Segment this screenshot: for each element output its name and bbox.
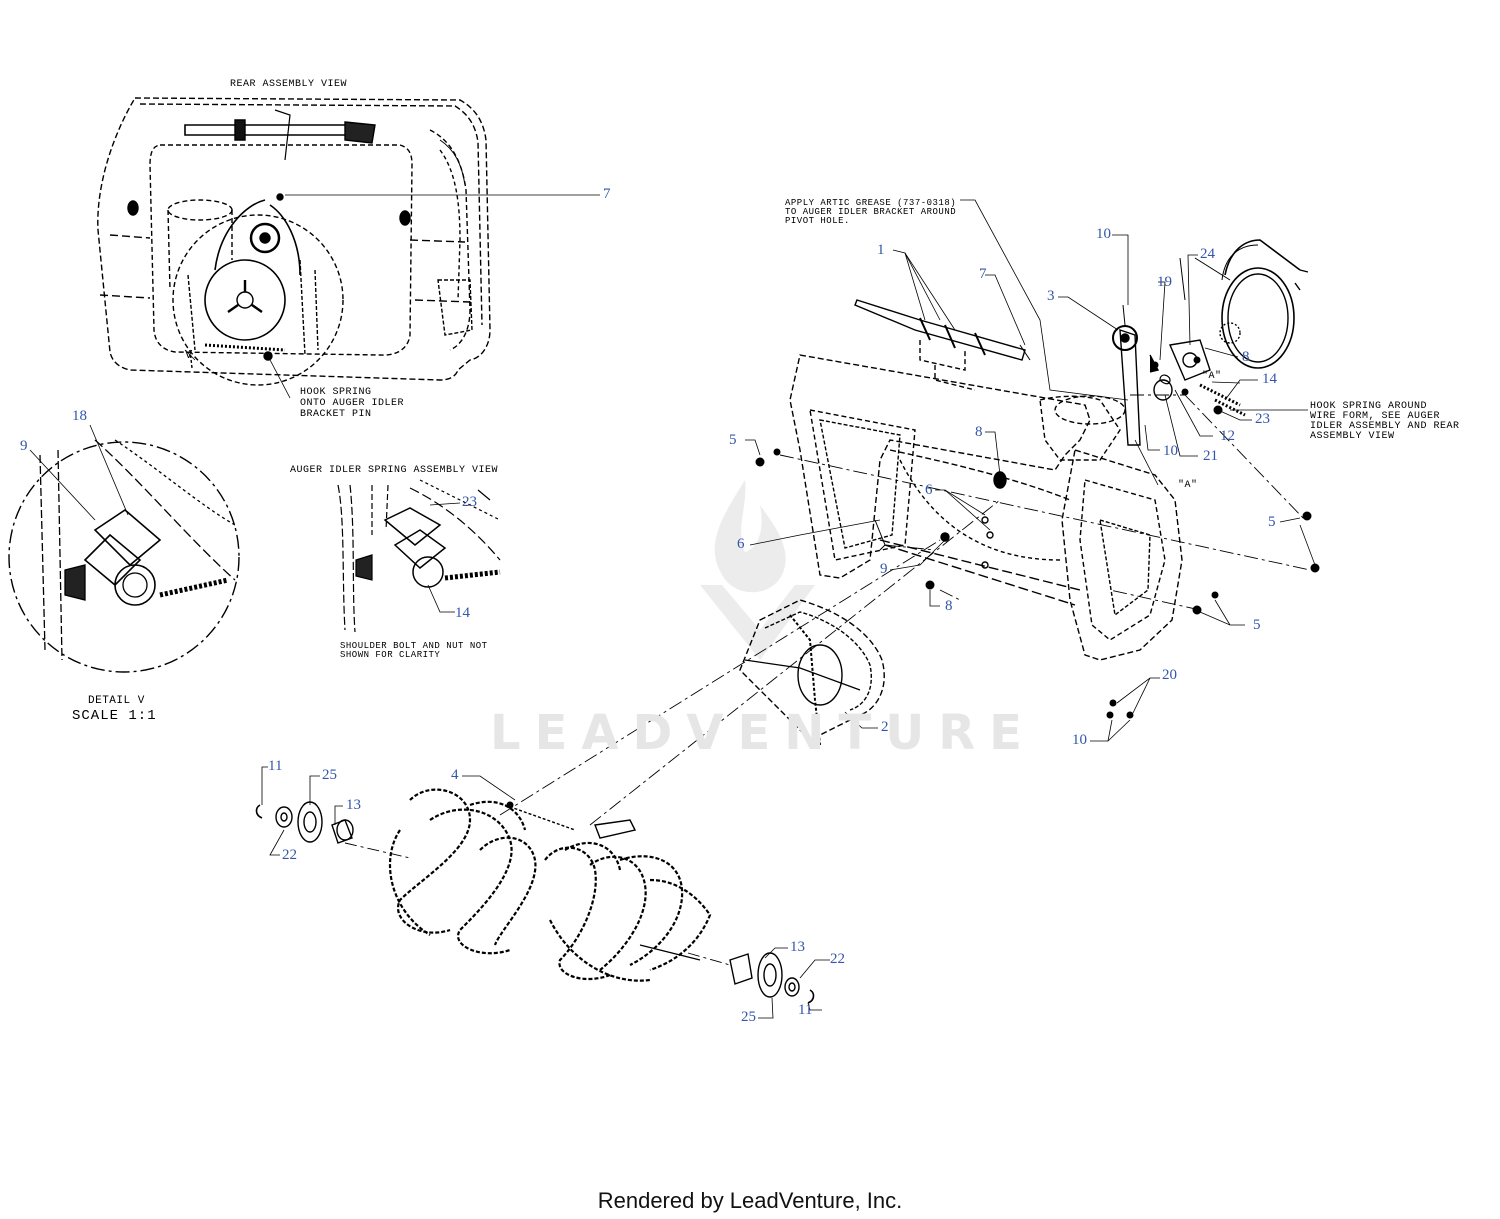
reference-a-lower: "A": [1178, 480, 1198, 491]
callout-22-left: 22: [282, 847, 297, 863]
detail-marker: V: [185, 348, 193, 362]
callout-5-left: 5: [729, 432, 737, 448]
callout-4: 4: [451, 767, 459, 783]
callout-8-lower: 8: [945, 598, 953, 614]
callout-23-idler: 23: [462, 494, 477, 510]
grease-note-line2: TO AUGER IDLER BRACKET AROUND: [785, 207, 957, 217]
callout-2: 2: [881, 719, 889, 735]
idler-view-title: AUGER IDLER SPRING ASSEMBLY VIEW: [290, 465, 499, 476]
rear-assembly-view: [97, 97, 600, 399]
callout-7-rear: 7: [603, 186, 611, 202]
auger-spiral-part: [388, 788, 712, 982]
wire-note-line4: ASSEMBLY VIEW: [1310, 431, 1395, 442]
reference-a-upper: "A": [1202, 371, 1222, 382]
callout-23-spring: 23: [1255, 411, 1270, 427]
callout-25-left: 25: [322, 767, 337, 783]
callout-11-left: 11: [268, 758, 283, 774]
bearing-parts: [255, 801, 815, 1004]
pulley-part: [1153, 239, 1309, 417]
callout-3: 3: [1047, 288, 1055, 304]
callout-19: 19: [1157, 274, 1172, 290]
detail-title: DETAIL V: [88, 695, 145, 707]
wire-note-line3: IDLER ASSEMBLY AND REAR: [1310, 421, 1460, 432]
shoulder-note-line1: SHOULDER BOLT AND NUT NOT: [340, 641, 488, 651]
callout-6-left: 6: [737, 536, 745, 552]
callout-12: 12: [1220, 428, 1235, 444]
rear-view-title: REAR ASSEMBLY VIEW: [230, 79, 348, 90]
watermark-logo: [700, 480, 815, 660]
callout-9-housing: 9: [880, 561, 888, 577]
watermark-text: LEADVENTURE: [490, 705, 1036, 761]
callout-6-housing: 6: [925, 482, 933, 498]
detail-v-view: [8, 349, 240, 673]
detail-scale: SCALE 1:1: [72, 708, 157, 724]
grease-note-line3: PIVOT HOLE.: [785, 216, 850, 226]
auger-housing: [789, 304, 1183, 661]
callout-14-spring: 14: [1262, 371, 1277, 387]
callout-24: 24: [1200, 246, 1215, 262]
callout-20: 20: [1162, 667, 1177, 683]
callout-8-housing: 8: [975, 424, 983, 440]
callout-7-shaft: 7: [979, 266, 987, 282]
auger-shaft: [344, 804, 731, 966]
wire-note-line2: WIRE FORM, SEE AUGER: [1310, 411, 1441, 422]
callout-5-bottom: 5: [1253, 617, 1261, 633]
callout-18: 18: [72, 408, 87, 424]
callout-21: 21: [1203, 448, 1218, 464]
callout-13-left: 13: [346, 797, 361, 813]
shaft-part: [854, 299, 1031, 391]
callout-5-right: 5: [1268, 514, 1276, 530]
callout-14-idler: 14: [455, 605, 470, 621]
callout-10-top: 10: [1096, 226, 1111, 242]
callout-10-bracket: 10: [1163, 443, 1178, 459]
callout-13-right: 13: [790, 939, 805, 955]
callout-9-detail: 9: [20, 438, 28, 454]
hook-note-line1: HOOK SPRING: [300, 387, 372, 398]
assembly-lines: [499, 394, 1311, 826]
callout-11-right: 11: [798, 1002, 813, 1018]
callout-25-right: 25: [741, 1009, 756, 1025]
footer-credit: Rendered by LeadVenture, Inc.: [597, 1188, 903, 1213]
callout-10-bottom: 10: [1072, 732, 1087, 748]
callout-8-pulley: 8: [1242, 349, 1250, 365]
callout-1: 1: [877, 242, 885, 258]
leader-lines: [261, 199, 1316, 1019]
callout-22-right: 22: [830, 951, 845, 967]
hook-note-line3: BRACKET PIN: [300, 409, 372, 420]
fasteners: [506, 356, 1320, 809]
wire-note-line1: HOOK SPRING AROUND: [1310, 401, 1428, 412]
idler-spring-view: [337, 479, 501, 633]
shoulder-note-line2: SHOWN FOR CLARITY: [340, 650, 441, 660]
grease-note-line1: APPLY ARTIC GREASE (737-0318): [785, 198, 957, 208]
hook-note-line2: ONTO AUGER IDLER: [300, 398, 405, 409]
